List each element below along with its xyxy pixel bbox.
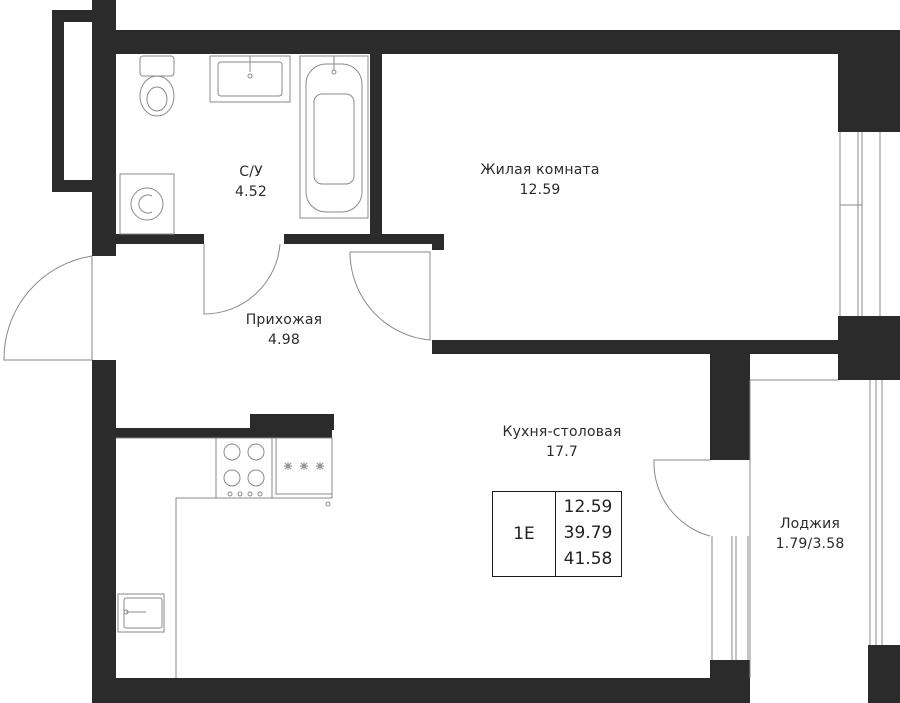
bathroom-area: 4.52 bbox=[235, 184, 267, 200]
bathroom-name: С/У bbox=[239, 164, 263, 180]
apartment-type: 1Е bbox=[493, 492, 556, 576]
hallway-area: 4.98 bbox=[268, 332, 300, 348]
walls bbox=[92, 0, 900, 703]
total-with-loggia-value: 41.58 bbox=[563, 549, 613, 569]
kitchen-area: 17.7 bbox=[546, 444, 578, 460]
loggia-area: 1.79/3.58 bbox=[775, 536, 845, 552]
living-room-area: 12.59 bbox=[519, 182, 561, 198]
loggia-name: Лоджия bbox=[779, 516, 841, 532]
apartment-summary: 1Е 12.59 39.79 41.58 bbox=[492, 491, 622, 577]
summary-values: 12.59 39.79 41.58 bbox=[555, 494, 621, 572]
kitchen-label: Кухня-столовая 17.7 bbox=[482, 422, 642, 462]
living-room-name: Жилая комната bbox=[480, 162, 600, 178]
bathroom-label: С/У 4.52 bbox=[206, 162, 296, 202]
windows bbox=[711, 132, 883, 678]
doors bbox=[3, 243, 711, 537]
bathroom-fixtures bbox=[119, 55, 369, 235]
living-area-value: 12.59 bbox=[563, 497, 613, 517]
hallway-name: Прихожая bbox=[245, 312, 323, 328]
oven-marks bbox=[284, 462, 324, 470]
kitchen-fixtures bbox=[116, 437, 333, 678]
hallway-label: Прихожая 4.98 bbox=[224, 310, 344, 350]
living-room-label: Жилая комната 12.59 bbox=[460, 160, 620, 200]
total-area-value: 39.79 bbox=[563, 523, 613, 543]
kitchen-name: Кухня-столовая bbox=[502, 424, 622, 440]
loggia-label: Лоджия 1.79/3.58 bbox=[758, 514, 862, 554]
